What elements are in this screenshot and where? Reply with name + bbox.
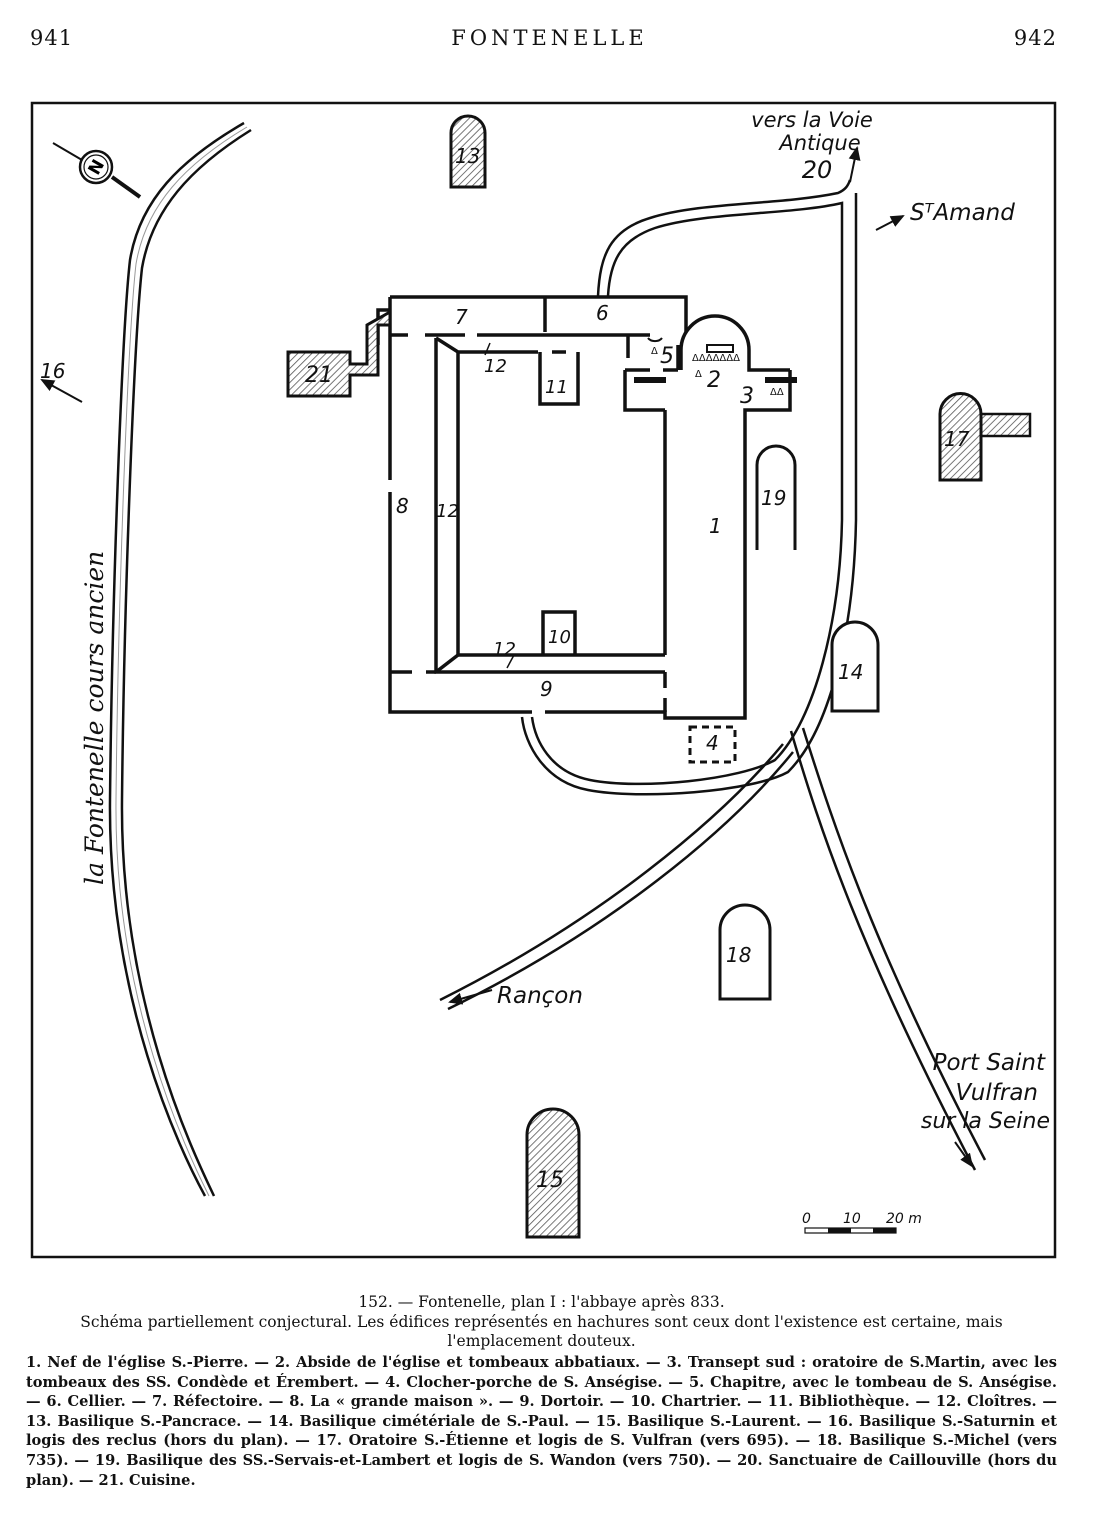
label-port-line3: sur la Seine [921, 1109, 1050, 1134]
label-13: 13 [455, 144, 480, 168]
north-compass-icon: N [52, 142, 142, 199]
label-st-amand: SᵀAmand [910, 200, 1015, 226]
building-14 [830, 620, 880, 713]
label-2: 2 [707, 368, 721, 393]
tomb-triangle-2: Δ [695, 369, 702, 380]
label-11: 11 [545, 377, 568, 398]
label-7: 7 [455, 305, 468, 329]
scale-bar: 0 10 20 m [802, 1211, 922, 1234]
arrow-rancon-icon [448, 989, 493, 1005]
label-8: 8 [396, 494, 409, 518]
label-4: 4 [706, 731, 719, 755]
figure-caption-title: 152. — Fontenelle, plan I : l'abbaye apr… [358, 1293, 725, 1311]
road-network [439, 179, 987, 1171]
scale-tick-20: 20 m [886, 1211, 922, 1227]
apse-tomb-triangles: ΔΔΔΔΔΔΔ [692, 353, 740, 364]
building-17 [938, 392, 1032, 482]
tomb-triangle-5: Δ [651, 346, 658, 357]
label-5: 5 [660, 344, 674, 369]
label-3: 3 [740, 384, 754, 409]
label-1: 1 [709, 514, 722, 538]
page-number-left: 941 [30, 26, 74, 50]
tomb-triangles-3: ΔΔ [770, 387, 784, 398]
label-10: 10 [548, 627, 571, 648]
building-4-porch [688, 725, 737, 764]
figure-legend: 1. Nef de l'église S.-Pierre. — 2. Absid… [26, 1354, 1057, 1489]
label-voie-line2: Antique [777, 131, 860, 155]
label-15: 15 [536, 1168, 564, 1193]
arrow-port-icon [954, 1141, 974, 1168]
label-voie-line1: vers la Voie [751, 108, 873, 132]
label-port-line2: Vulfran [955, 1080, 1038, 1106]
arrow-st-amand-icon [875, 215, 905, 231]
label-18: 18 [726, 943, 751, 967]
label-port-line1: Port Saint [933, 1050, 1046, 1076]
page-number-right: 942 [1013, 26, 1057, 50]
building-21-kitchen [286, 309, 392, 398]
label-9: 9 [540, 677, 553, 701]
running-title: FONTENELLE [451, 26, 648, 50]
label-rancon: Rançon [497, 983, 583, 1009]
building-13 [449, 114, 487, 189]
pointer-12-south [506, 654, 515, 669]
label-16: 16 [40, 359, 65, 383]
label-14: 14 [838, 660, 863, 684]
abbey-plan-map: N la Fontenelle cours ancien 16 vers la … [30, 101, 1057, 1259]
label-19: 19 [761, 486, 786, 510]
figure-caption-note: Schéma partiellement conjectural. Les éd… [80, 1313, 1003, 1350]
river-label: la Fontenelle cours ancien [80, 551, 109, 885]
arrow-20-icon [848, 146, 861, 183]
building-19 [755, 444, 797, 550]
tombs [634, 344, 797, 383]
building-18 [718, 903, 772, 1001]
label-12-south: 12 [493, 639, 516, 660]
building-numbers: 1 2 3 4 5 6 7 8 9 10 11 12 12 12 13 14 1… [305, 144, 970, 1193]
abbey-walls [376, 295, 792, 720]
river-fontenelle [108, 121, 252, 1197]
pointer-12-north [484, 342, 491, 356]
label-17: 17 [944, 427, 970, 451]
scale-tick-0: 0 [802, 1211, 811, 1227]
label-6: 6 [596, 301, 609, 325]
label-21: 21 [305, 363, 333, 388]
building-15 [525, 1107, 581, 1239]
label-12-north: 12 [484, 356, 507, 377]
label-12-west: 12 [436, 501, 459, 522]
chapter-arc [647, 337, 663, 343]
label-20: 20 [802, 156, 833, 184]
map-frame [30, 101, 1057, 1259]
scale-tick-10: 10 [843, 1211, 861, 1227]
arrow-16-icon [40, 379, 83, 403]
